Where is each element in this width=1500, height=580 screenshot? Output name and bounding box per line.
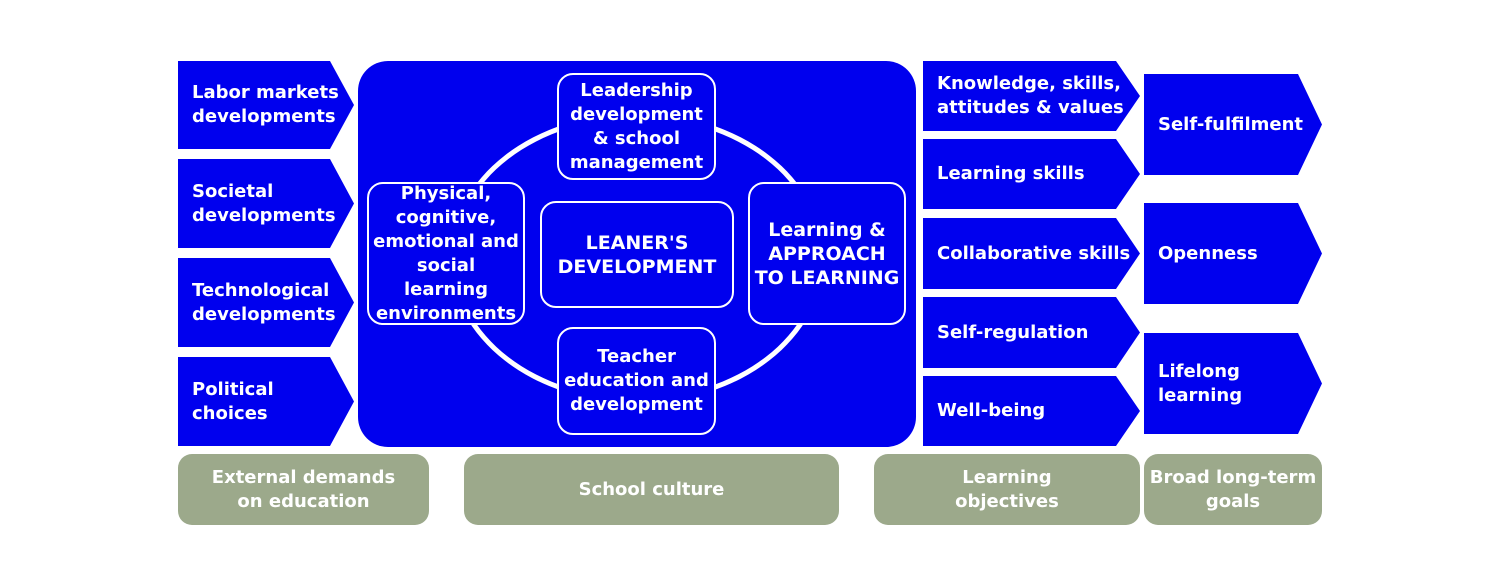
node-leadership: Leadership development & school manageme… <box>557 73 716 180</box>
goal-lifelong-learning: Lifelong learning <box>1144 333 1322 434</box>
external-demand-label: Societal developments <box>192 180 336 226</box>
goal-self-fulfilment: Self-fulfilment <box>1144 74 1322 175</box>
node-approach-to-learning: Learning & APPROACH TO LEARNING <box>748 182 906 325</box>
node-teacher-education: Teacher education and development <box>557 327 716 435</box>
category-learning-objectives: Learning objectives <box>874 454 1140 525</box>
category-school-culture: School culture <box>464 454 839 525</box>
external-demand-labor-markets: Labor markets developments <box>178 61 354 149</box>
category-external-demands: External demands on education <box>178 454 429 525</box>
external-demand-political: Political choices <box>178 357 354 446</box>
objective-knowledge-skills: Knowledge, skills, attitudes & values <box>923 61 1140 131</box>
node-learning-environments: Physical, cognitive, emotional and socia… <box>367 182 525 325</box>
goal-openness: Openness <box>1144 203 1322 304</box>
external-demand-societal: Societal developments <box>178 159 354 248</box>
objective-self-regulation: Self-regulation <box>923 297 1140 368</box>
node-learner-development: LEANER'S DEVELOPMENT <box>540 201 734 308</box>
external-demand-label: Technological developments <box>192 279 336 325</box>
external-demand-label: Labor markets developments <box>192 82 339 127</box>
objective-collaborative-skills: Collaborative skills <box>923 218 1140 289</box>
category-long-term-goals: Broad long-term goals <box>1144 454 1322 525</box>
external-demand-technological: Technological developments <box>178 258 354 347</box>
external-demand-label: Political choices <box>192 378 274 424</box>
objective-well-being: Well-being <box>923 376 1140 446</box>
objective-learning-skills: Learning skills <box>923 139 1140 209</box>
